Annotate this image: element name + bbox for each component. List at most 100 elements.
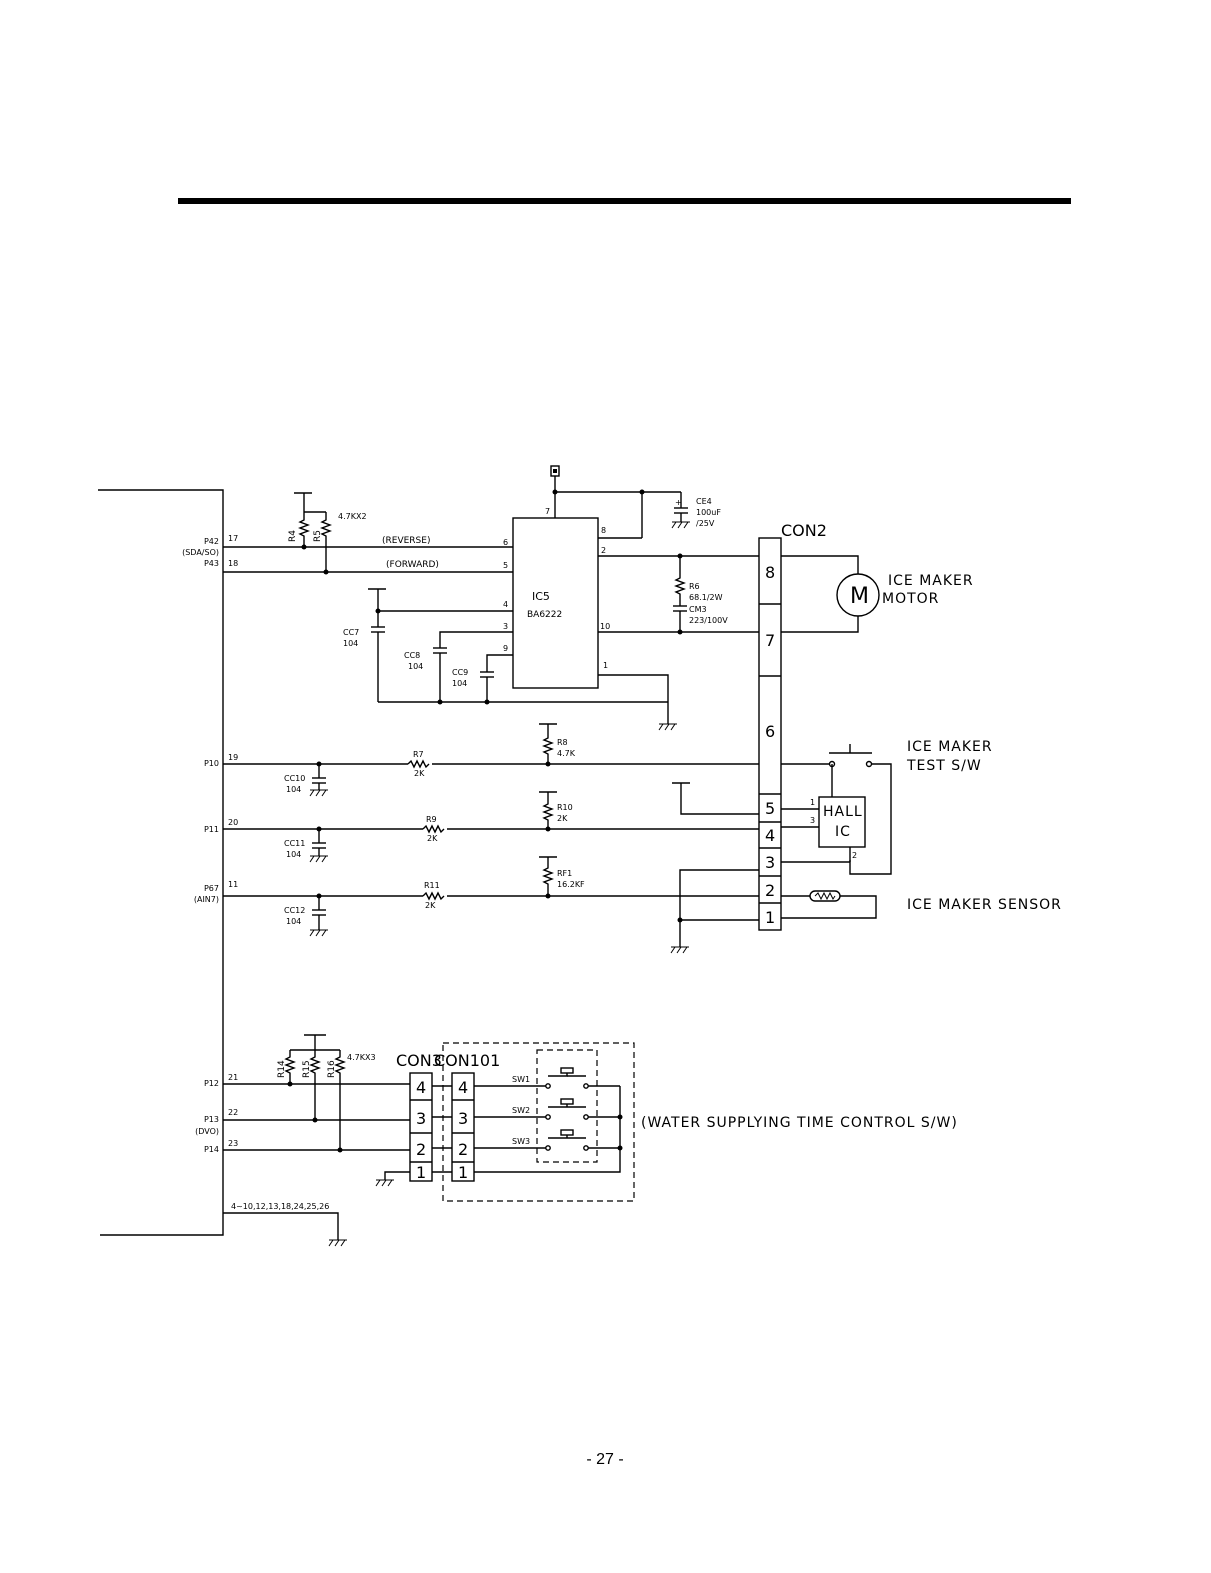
con101-pin-2: 2	[458, 1140, 468, 1159]
ic5-pin7: 7	[545, 507, 550, 516]
sensor-input-section: R7 2K CC10 104 R8 4.7K R9 2K CC11 104	[223, 723, 759, 954]
test-switch-label-2: TEST S/W	[906, 758, 982, 774]
mcu-outline	[98, 489, 224, 1236]
con3-pin-2: 2	[416, 1140, 426, 1159]
pin-num-20: 20	[228, 818, 238, 827]
pin-num-11: 11	[228, 880, 238, 889]
ground-pins-label: 4~10,12,13,18,24,25,26	[231, 1202, 329, 1211]
label-cc11: CC11	[284, 839, 305, 848]
label-r6: R6	[689, 582, 700, 591]
pin-num-21: 21	[228, 1073, 238, 1082]
ic5-pin1: 1	[603, 661, 608, 670]
pin-num-22: 22	[228, 1108, 238, 1117]
ic5-body	[512, 517, 599, 689]
hall-ic-label-1: HALL	[823, 804, 863, 820]
label-cm3: CM3	[689, 605, 707, 614]
label-r11-value: 2K	[425, 901, 436, 910]
motor-symbol: M	[850, 584, 869, 609]
label-cm3-value: 223/100V	[689, 616, 728, 625]
label-rf1-value: 16.2KF	[557, 880, 585, 889]
con2-pin-1: 1	[765, 908, 775, 927]
sensor-label: ICE MAKER SENSOR	[907, 897, 1062, 913]
con2-pin-3: 3	[765, 853, 775, 872]
con3-label: CON3	[396, 1051, 442, 1070]
pin-label-p42: P42	[204, 537, 219, 546]
label-r7: R7	[413, 750, 424, 759]
pin-num-19: 19	[228, 753, 238, 762]
sw1-label: SW1	[512, 1075, 530, 1084]
con2-pin-2: 2	[765, 881, 775, 900]
con101-pin-3: 3	[458, 1109, 468, 1128]
label-r7-value: 2K	[414, 769, 425, 778]
label-r8: R8	[557, 738, 568, 747]
ic5-part: BA6222	[527, 610, 562, 620]
label-ce4: CE4	[696, 497, 712, 506]
motor-label-2: MOTOR	[882, 591, 939, 607]
con101-pin-1: 1	[458, 1163, 468, 1182]
label-r9-value: 2K	[427, 834, 438, 843]
label-r9: R9	[426, 815, 437, 824]
hall-pin-2: 2	[852, 851, 857, 860]
con2-label: CON2	[781, 521, 827, 540]
label-rf1: RF1	[557, 869, 572, 878]
pin-label-p67: P67	[204, 884, 219, 893]
label-cc9: CC9	[452, 668, 468, 677]
label-cc7-value: 104	[343, 639, 358, 648]
con3-pin-1: 1	[416, 1163, 426, 1182]
label-r14: R14	[277, 1060, 287, 1078]
ice-maker-sensor: ICE MAKER SENSOR	[781, 890, 1062, 919]
water-control-label: (WATER SUPPLYING TIME CONTROL S/W)	[641, 1115, 958, 1131]
ic5-pin3: 3	[503, 622, 508, 631]
label-r5: R5	[313, 530, 323, 542]
con2-pin-6: 6	[765, 722, 775, 741]
label-r1416-value: 4.7KX3	[347, 1053, 376, 1062]
water-switch-section: R14 R15 R16 4.7KX3 CON3 4 3 2 1 CON101 4…	[223, 1034, 958, 1202]
ic5-pin6: 6	[503, 538, 508, 547]
con2-pin-4: 4	[765, 826, 775, 845]
pin-label-p10: P10	[204, 759, 219, 768]
test-switch-label-1: ICE MAKER	[907, 739, 993, 755]
label-r15: R15	[302, 1060, 312, 1078]
pin-num-23: 23	[228, 1139, 238, 1148]
page-number: - 27 -	[586, 1451, 623, 1468]
label-cc8: CC8	[404, 651, 420, 660]
hall-pin-1: 1	[810, 798, 815, 807]
label-r4: R4	[288, 530, 298, 542]
label-cc12: CC12	[284, 906, 305, 915]
ic5-pin8: 8	[601, 526, 606, 535]
label-cc12-value: 104	[286, 917, 301, 926]
pin-label-p14: P14	[204, 1145, 219, 1154]
motor-driver-section: (REVERSE) (FORWARD) R4 R5 4.7KX2 IC5 BA6…	[223, 465, 759, 731]
label-r6-value: 68.1/2W	[689, 593, 723, 602]
label-cc8-value: 104	[408, 662, 423, 671]
ic5-pin9: 9	[503, 644, 508, 653]
motor-label-1: ICE MAKER	[888, 573, 974, 589]
label-r10: R10	[557, 803, 573, 812]
pin-label-p12: P12	[204, 1079, 219, 1088]
hall-pin-3: 3	[810, 816, 815, 825]
sw3-label: SW3	[512, 1137, 530, 1146]
pin-label-ain7: (AIN7)	[194, 895, 219, 904]
ice-maker-test-switch[interactable]: ICE MAKER TEST S/W	[781, 739, 993, 875]
ic5-name: IC5	[532, 590, 550, 603]
con2-pin-8: 8	[765, 563, 775, 582]
con3-pin-4: 4	[416, 1078, 426, 1097]
label-r16: R16	[327, 1060, 337, 1078]
label-r45-value: 4.7KX2	[338, 512, 367, 521]
label-r8-value: 4.7K	[557, 749, 576, 758]
label-cc10-value: 104	[286, 785, 301, 794]
ic5-pin2: 2	[601, 546, 606, 555]
mcu-ground: 4~10,12,13,18,24,25,26	[223, 1202, 347, 1247]
ice-maker-motor: M ICE MAKER MOTOR	[781, 555, 974, 633]
signal-reverse: (REVERSE)	[382, 536, 430, 546]
con101-label: CON101	[434, 1051, 500, 1070]
pin-label-dvo: (DVO)	[195, 1127, 219, 1136]
con3-pin-3: 3	[416, 1109, 426, 1128]
signal-forward: (FORWARD)	[386, 560, 439, 570]
label-r10-value: 2K	[557, 814, 568, 823]
ce4-plus: +	[675, 498, 682, 507]
pin-num-18: 18	[228, 559, 238, 568]
hall-ic-label-2: IC	[835, 824, 851, 840]
label-cc10: CC10	[284, 774, 305, 783]
